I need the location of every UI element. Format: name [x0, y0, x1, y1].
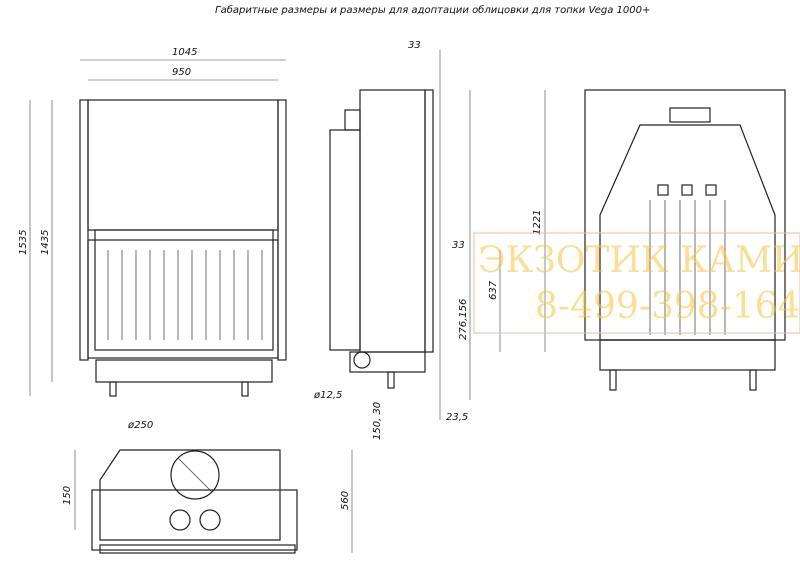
dim-1221: 1221	[532, 210, 543, 235]
dim-1535: 1535	[18, 230, 29, 255]
side-view: 33 1221 33 637 276,156 ø12,5 150, 30 23,…	[313, 40, 546, 440]
dim-flue: ø250	[127, 420, 153, 431]
dim-33-mid: 33	[452, 240, 465, 251]
watermark: ЭКЗОТИК КАМИН 8-499-398-1641	[473, 232, 800, 334]
dim-pipe: ø12,5	[313, 390, 342, 401]
top-view: ø250 150 560	[62, 420, 353, 554]
rear-view	[584, 89, 786, 391]
dim-150-30: 150, 30	[372, 402, 383, 440]
dim-1045: 1045	[172, 47, 197, 58]
watermark-phone: 8-499-398-1641	[535, 286, 800, 327]
dim-560: 560	[340, 491, 351, 510]
dim-950: 950	[172, 67, 191, 78]
dim-150-top: 150	[62, 486, 73, 505]
dim-1435: 1435	[40, 230, 51, 255]
drawing-title: Габаритные размеры и размеры для адоптац…	[215, 4, 650, 16]
dim-23-5: 23,5	[446, 412, 468, 423]
dim-276: 276,156	[458, 299, 469, 340]
watermark-name: ЭКЗОТИК КАМИН	[478, 240, 800, 281]
front-view: 1045 950 1535 1435	[18, 47, 287, 397]
dim-637: 637	[488, 280, 499, 300]
dim-33-top: 33	[408, 40, 421, 51]
